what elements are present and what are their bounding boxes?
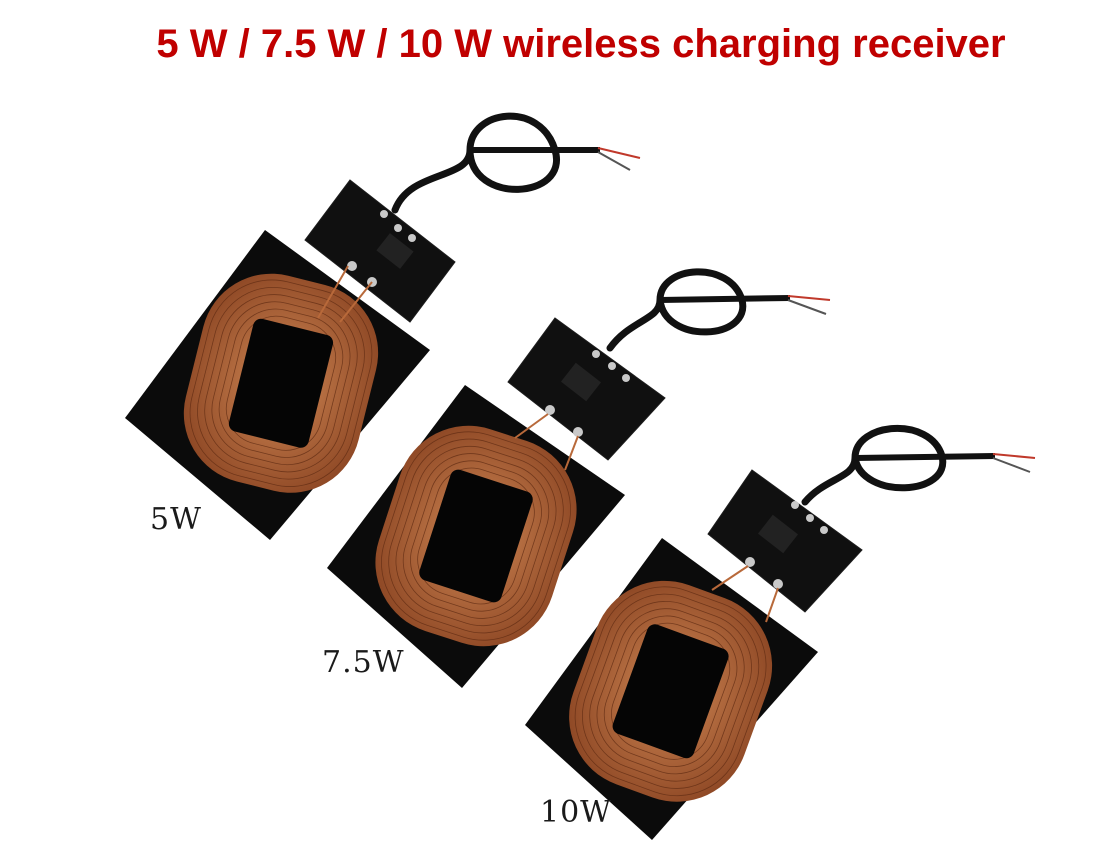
- cable-10w: [801, 424, 947, 506]
- label-10w: 10W: [540, 795, 613, 830]
- label-5w: 5W: [150, 502, 202, 537]
- copper-coil-7-5w: [375, 425, 577, 647]
- cable-7-5w: [606, 268, 747, 352]
- page-title: 5 W / 7.5 W / 10 W wireless charging rec…: [156, 22, 1006, 66]
- label-7-5w: 7.5W: [322, 645, 405, 680]
- copper-coil-5w: [183, 273, 379, 493]
- receiver-7-5w: [327, 268, 831, 688]
- copper-coil-10w: [569, 580, 773, 802]
- receiver-5w: [125, 112, 641, 540]
- receiver-10w: [525, 424, 1036, 840]
- cable-5w: [391, 112, 560, 214]
